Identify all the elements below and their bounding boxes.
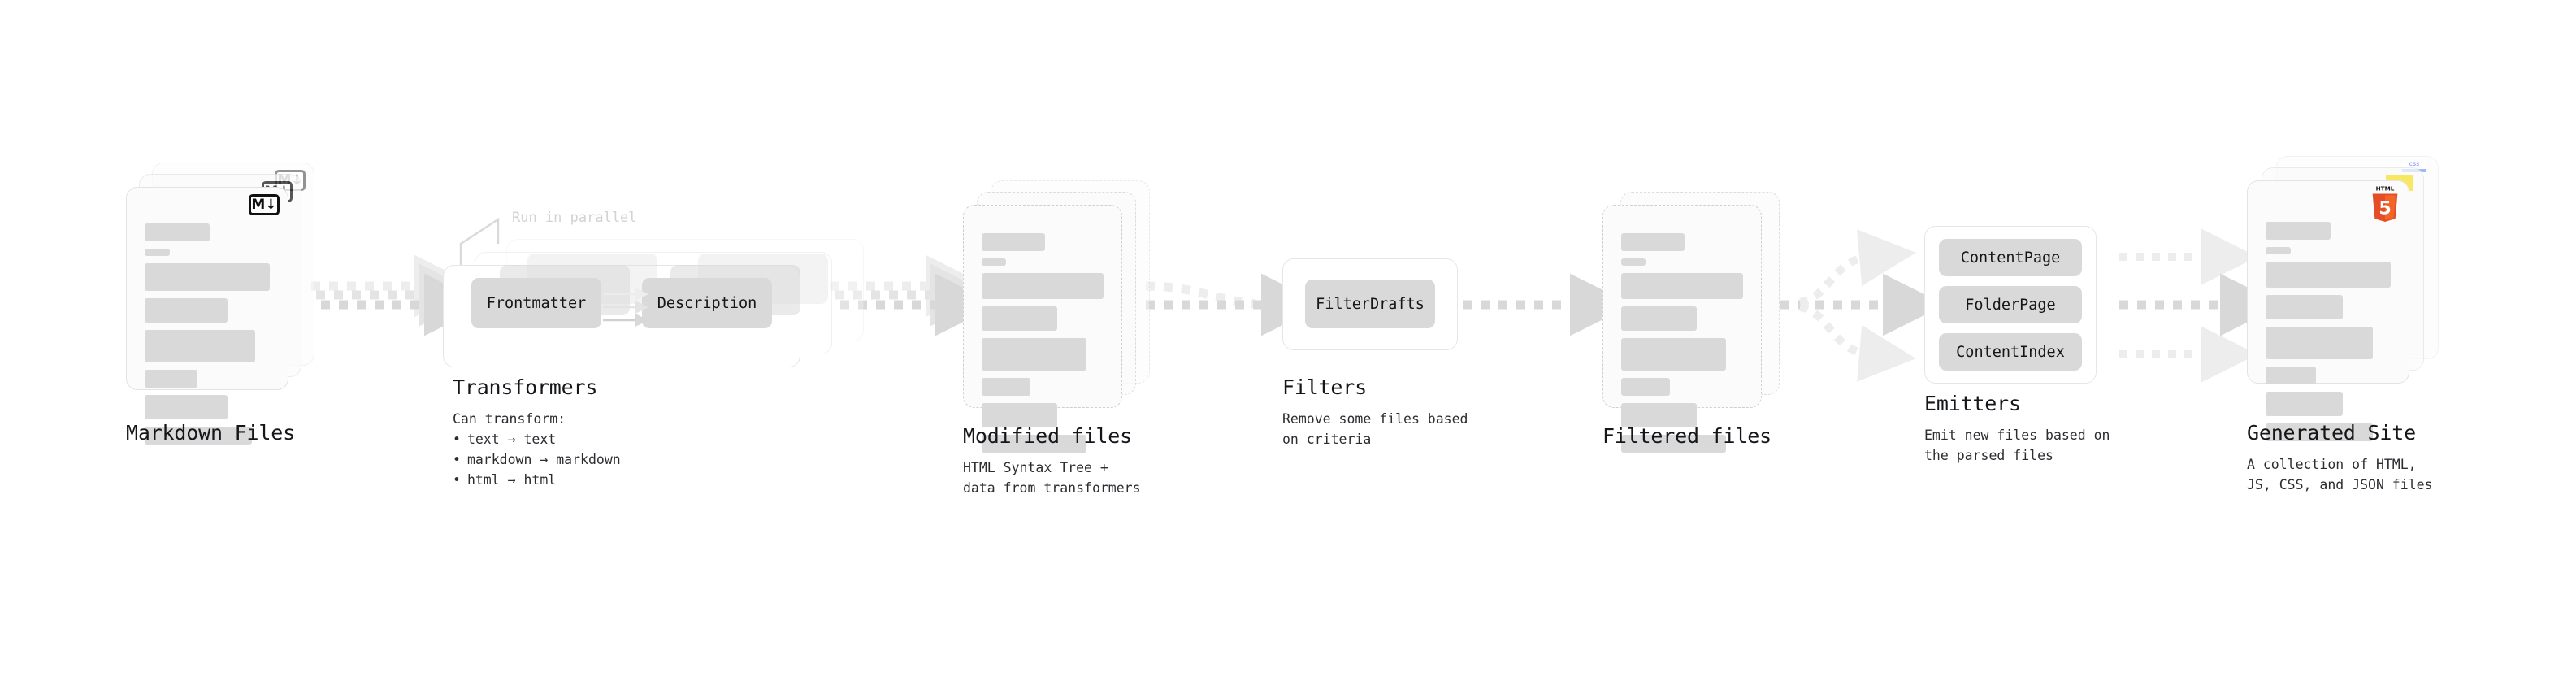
placeholder-lines — [2266, 222, 2391, 441]
transformer-inner-arrows — [603, 287, 648, 327]
line — [1621, 435, 1726, 453]
list-item: html → html — [453, 470, 621, 490]
page-title: Markdown Files — [126, 421, 295, 445]
caption-generated-site: Generated Site A collection of HTML, JS,… — [2247, 421, 2432, 495]
filter-chip-filterdrafts[interactable]: FilterDrafts — [1305, 280, 1435, 328]
transform-lead: Can transform: — [453, 411, 566, 427]
page-title: Generated Site — [2247, 421, 2416, 445]
modified-files-description: HTML Syntax Tree + data from transformer… — [963, 460, 1141, 497]
transform-list: text → text markdown → markdown html → h… — [453, 429, 621, 490]
line — [145, 330, 255, 362]
line — [145, 395, 228, 419]
run-in-parallel-label: Run in parallel — [512, 210, 637, 226]
generated-site-stack: CSS HTML 5 — [2247, 156, 2442, 441]
css-label: CSS — [2409, 162, 2420, 167]
emitter-chip-contentindex[interactable]: ContentIndex — [1939, 333, 2082, 371]
line — [982, 233, 1045, 251]
markdown-icon: M↓ — [249, 194, 280, 215]
transformer-chip-description[interactable]: Description — [642, 278, 772, 328]
list-item: markdown → markdown — [453, 449, 621, 470]
line — [2266, 295, 2344, 319]
caption-modified-files: Modified files HTML Syntax Tree + data f… — [963, 424, 1141, 498]
caption-transformers: Transformers Can transform: text → text … — [453, 375, 621, 490]
page-title: Modified files — [963, 424, 1132, 448]
transformer-chip-frontmatter[interactable]: Frontmatter — [471, 278, 601, 328]
site-card-front[interactable]: HTML 5 — [2247, 180, 2409, 441]
page-title: Transformers — [453, 375, 598, 399]
emitter-chip-folderpage[interactable]: FolderPage — [1939, 286, 2082, 323]
svg-text:HTML: HTML — [2376, 185, 2395, 193]
line — [982, 378, 1030, 396]
line — [145, 298, 228, 323]
line — [2266, 392, 2344, 416]
line — [1621, 378, 1670, 396]
line — [145, 223, 210, 241]
filtered-files-stack — [1602, 192, 1789, 453]
markdown-card-front[interactable]: M↓ — [126, 187, 288, 445]
caption-filtered-files: Filtered files — [1602, 424, 1772, 448]
filters-description: Remove some files based on criteria — [1282, 411, 1468, 448]
line — [982, 435, 1086, 453]
placeholder-lines — [145, 223, 270, 445]
connector-emitters-to-site — [2119, 228, 2283, 383]
list-item: text → text — [453, 429, 621, 449]
transformers-description: Can transform: text → text markdown → ma… — [453, 409, 621, 490]
generated-site-description: A collection of HTML, JS, CSS, and JSON … — [2247, 457, 2433, 493]
markdown-files-stack: M↓ M↓ M↓ — [126, 163, 321, 445]
svg-text:5: 5 — [2379, 198, 2391, 219]
caption-emitters: Emitters Emit new files based on the par… — [1924, 392, 2110, 466]
line — [2266, 222, 2331, 240]
line — [145, 263, 270, 291]
line — [982, 306, 1057, 331]
line — [2266, 262, 2391, 288]
line — [1621, 258, 1646, 266]
line — [2266, 423, 2374, 441]
caption-filters: Filters Remove some files based on crite… — [1282, 375, 1468, 449]
line — [1621, 233, 1685, 251]
line — [982, 403, 1057, 427]
placeholder-lines — [1621, 233, 1743, 453]
line — [2266, 327, 2374, 359]
html5-icon: HTML 5 — [2372, 185, 2398, 222]
connector-modified-to-filters — [1145, 273, 1324, 336]
emitter-chip-contentpage[interactable]: ContentPage — [1939, 239, 2082, 276]
line — [1621, 338, 1726, 371]
line — [1621, 273, 1743, 299]
modified-card-front[interactable] — [963, 205, 1122, 453]
page-title: Filtered files — [1602, 424, 1772, 448]
line — [982, 338, 1086, 371]
line — [982, 273, 1104, 299]
line — [982, 258, 1006, 266]
caption-markdown-files: Markdown Files — [126, 421, 295, 445]
filtered-card-front[interactable] — [1602, 205, 1762, 453]
page-title: Filters — [1282, 375, 1367, 399]
connector-filtered-to-emitters — [1780, 229, 1945, 382]
line — [2266, 367, 2316, 384]
emitters-description: Emit new files based on the parsed files — [1924, 427, 2110, 464]
line — [2266, 247, 2291, 254]
modified-files-stack — [963, 180, 1150, 453]
connector-markdown-to-transformers — [311, 254, 487, 336]
line — [145, 427, 253, 445]
line — [145, 249, 170, 256]
placeholder-lines — [982, 233, 1104, 453]
line — [1621, 306, 1697, 331]
line — [145, 370, 197, 388]
line — [1621, 403, 1697, 427]
page-title: Emitters — [1924, 392, 2021, 415]
